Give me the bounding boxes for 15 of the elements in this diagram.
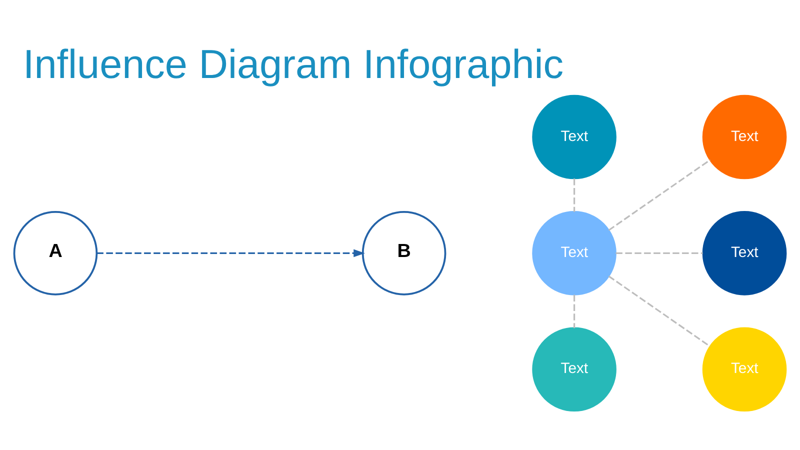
connector [608, 274, 711, 347]
diagram-title: Influence Diagram Infographic [23, 40, 564, 87]
node-circle: B [362, 210, 446, 295]
arrow [96, 248, 365, 257]
node-circle: Text [532, 94, 616, 179]
node-circle: Text [702, 210, 787, 295]
node-circle: Text [532, 326, 616, 412]
node-circle: Text [702, 94, 787, 179]
connector [573, 294, 576, 328]
connector [608, 158, 711, 230]
connector [573, 178, 576, 212]
node-circle: A [13, 210, 98, 295]
connector [616, 252, 703, 254]
node-circle: Text [702, 326, 787, 412]
node-circle: Text [532, 210, 616, 295]
